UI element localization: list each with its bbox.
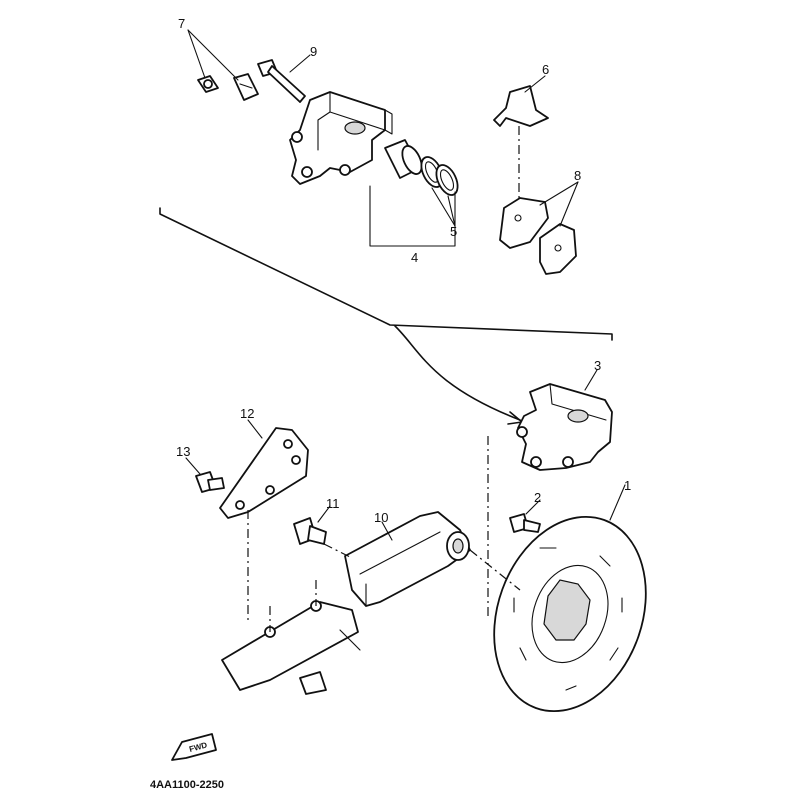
caliper-body-upper <box>289 91 393 185</box>
callout-6: 6 <box>542 62 549 77</box>
callout-3: 3 <box>594 358 601 373</box>
lower-leaders <box>185 369 626 632</box>
lower-group <box>195 383 647 713</box>
piston-assembly <box>384 139 459 196</box>
callout-numbers: 1 2 3 4 5 6 7 8 9 10 11 12 13 <box>176 16 631 525</box>
callout-2: 2 <box>534 490 541 505</box>
callout-1: 1 <box>624 478 631 493</box>
upper-leaders <box>187 29 579 247</box>
bolt-2 <box>509 513 541 533</box>
brake-disc <box>493 515 647 713</box>
callout-9: 9 <box>310 44 317 59</box>
callout-5: 5 <box>450 224 457 239</box>
bolt-13 <box>195 471 225 493</box>
callout-12: 12 <box>240 406 254 421</box>
bolt-11 <box>293 517 327 545</box>
callout-10: 10 <box>374 510 388 525</box>
callout-8: 8 <box>574 168 581 183</box>
callout-11: 11 <box>326 496 340 511</box>
caliper-pin <box>257 59 306 103</box>
disc-slots <box>513 547 623 691</box>
swing-arm <box>221 600 361 695</box>
pad-support <box>493 85 549 127</box>
upper-caliper-group <box>197 59 577 275</box>
callout-4: 4 <box>411 250 418 265</box>
caliper-body-lower <box>516 383 613 471</box>
callout-7: 7 <box>178 16 185 31</box>
bleed-screw <box>197 73 259 101</box>
fwd-arrow-icon: FWD <box>171 733 217 761</box>
callout-13: 13 <box>176 444 190 459</box>
guard-plate <box>219 427 309 519</box>
brake-pads <box>499 197 577 275</box>
caliper-bracket <box>344 511 471 607</box>
figure-code: 4AA1100-2250 <box>150 779 224 791</box>
